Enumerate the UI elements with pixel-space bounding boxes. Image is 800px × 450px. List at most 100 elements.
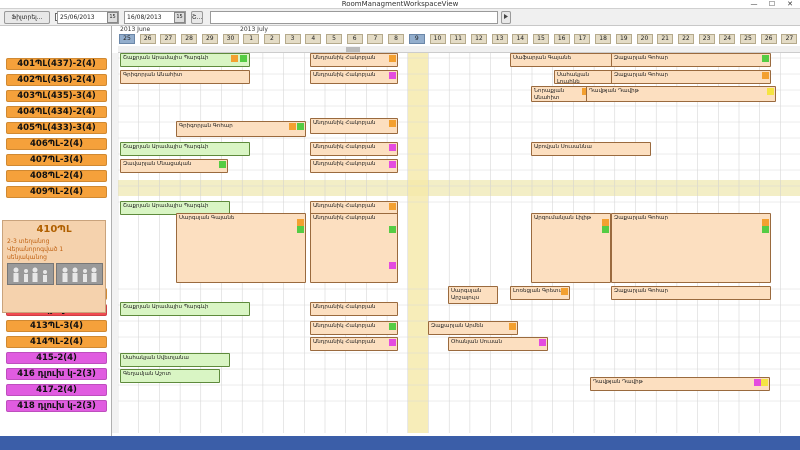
search-go-button[interactable]	[501, 11, 511, 24]
status-tag-icon[interactable]	[602, 226, 609, 233]
booking-block[interactable]: Գրիգորյան Անահիտ	[120, 70, 250, 84]
date-from-calendar-button[interactable]: 15	[107, 12, 118, 23]
booking-block[interactable]: Նորաքյան Անահիտ	[531, 86, 591, 102]
search-field[interactable]	[210, 11, 498, 24]
booking-block[interactable]: Զաքարյան Գոհար	[611, 286, 771, 300]
day-cell[interactable]: 15	[533, 34, 549, 44]
day-cell[interactable]: 26	[139, 34, 156, 44]
filter-button[interactable]: Ֆիլտրել...	[4, 11, 50, 24]
day-cell[interactable]: 14	[512, 34, 529, 44]
booking-block[interactable]: Անդրանիկ Հակոբյան	[310, 337, 398, 351]
booking-block[interactable]: Սահակյան Սվետլանա	[120, 353, 230, 367]
booking-block[interactable]: Զաքարյան Արմեն	[428, 321, 518, 335]
room-label[interactable]: 406ՊԼ-2(4)	[6, 138, 107, 150]
status-tag-icon[interactable]	[240, 55, 247, 62]
status-tag-icon[interactable]	[389, 144, 396, 151]
horizontal-scrollbar[interactable]	[118, 46, 800, 53]
day-cell[interactable]: 2	[263, 34, 280, 44]
close-button[interactable]: ✕	[787, 0, 793, 8]
room-label[interactable]: 404ՊԼ(434)-2(4)	[6, 106, 107, 118]
day-cell[interactable]: 5	[326, 34, 342, 44]
booking-block[interactable]: Աբովյան Սուսաննա	[531, 142, 651, 156]
day-cell[interactable]: 25	[740, 34, 756, 44]
booking-block[interactable]: Լոռեցյան Գրետա	[510, 286, 570, 300]
day-cell[interactable]: 10	[429, 34, 446, 44]
room-label[interactable]: 409ՊԼ-2(4)	[6, 186, 107, 198]
status-tag-icon[interactable]	[219, 161, 226, 168]
day-cell[interactable]: 4	[305, 34, 322, 44]
minimize-button[interactable]: —	[750, 0, 758, 8]
booking-block[interactable]: Շաքրյան Արամայիս Պարգևի	[120, 53, 250, 67]
status-tag-icon[interactable]	[231, 55, 238, 62]
status-tag-icon[interactable]	[389, 161, 396, 168]
status-tag-icon[interactable]	[389, 323, 396, 330]
room-label[interactable]: 402ՊԼ(436)-2(4)	[6, 74, 107, 86]
booking-block[interactable]: Զավարյան Մնացական	[120, 159, 228, 173]
status-tag-icon[interactable]	[539, 339, 546, 346]
booking-block[interactable]: Անդրանիկ Հակոբյան	[310, 70, 398, 84]
status-tag-icon[interactable]	[509, 323, 516, 330]
booking-block[interactable]: Զաքարյան Գոհար	[611, 53, 771, 67]
booking-block[interactable]: Արզումանյան Լիլիթ	[531, 213, 611, 283]
day-cell[interactable]: 8	[388, 34, 405, 44]
booking-block[interactable]: Շաքրյան Արամայիս Պարգևի	[120, 201, 230, 215]
room-label[interactable]: 418 դլուխ կ-2(3)	[6, 400, 107, 412]
day-cell[interactable]: 17	[574, 34, 591, 44]
booking-block[interactable]: Սահակյան Լուսինե	[554, 70, 614, 84]
day-cell[interactable]: 21	[657, 34, 674, 44]
day-cell[interactable]: 6	[346, 34, 363, 44]
booking-block[interactable]: Սարգսյան Արշալույս	[448, 286, 498, 304]
day-cell[interactable]: 7	[367, 34, 384, 44]
day-cell[interactable]: 20	[636, 34, 653, 44]
room-label[interactable]: 416 դլուխ կ-2(3)	[6, 368, 107, 380]
booking-block[interactable]: Օհանյան Սուսան	[448, 337, 548, 351]
status-tag-icon[interactable]	[602, 219, 609, 226]
status-tag-icon[interactable]	[389, 339, 396, 346]
day-cell[interactable]: 27	[160, 34, 177, 44]
room-label[interactable]: 417-2(4)	[6, 384, 107, 396]
day-cell[interactable]: 12	[470, 34, 487, 44]
day-cell[interactable]: 26	[760, 34, 777, 44]
more-button[interactable]: Շ...	[191, 11, 203, 24]
status-tag-icon[interactable]	[762, 226, 769, 233]
date-from-field[interactable]: 25/06/2013	[57, 11, 119, 24]
room-label[interactable]: 407ՊԼ-3(4)	[6, 154, 107, 166]
date-to-calendar-button[interactable]: 15	[174, 12, 185, 23]
booking-block[interactable]: Դավթյան Դավիթ	[590, 377, 770, 391]
booking-block[interactable]: Շաքրյան Արամայիս Պարգևի	[120, 302, 250, 316]
day-cell[interactable]: 30	[222, 34, 239, 44]
status-tag-icon[interactable]	[561, 288, 568, 295]
day-cell[interactable]: 9	[408, 34, 425, 44]
status-tag-icon[interactable]	[389, 72, 396, 79]
scroll-thumb[interactable]	[346, 47, 360, 52]
booking-block[interactable]: Անդրանիկ Հակոբյան	[310, 142, 398, 156]
day-cell[interactable]: 11	[450, 34, 467, 44]
room-label[interactable]: 413ՊԼ-3(4)	[6, 320, 107, 332]
room-label[interactable]: 415-2(4)	[6, 352, 107, 364]
day-cell[interactable]: 27	[781, 34, 798, 44]
day-cell[interactable]: 25	[119, 34, 135, 44]
status-tag-icon[interactable]	[297, 123, 304, 130]
status-tag-icon[interactable]	[297, 219, 304, 226]
status-tag-icon[interactable]	[762, 72, 769, 79]
status-tag-icon[interactable]	[754, 379, 761, 386]
day-cell[interactable]: 16	[553, 34, 570, 44]
status-tag-icon[interactable]	[389, 203, 396, 210]
day-cell[interactable]: 13	[491, 34, 508, 44]
booking-block[interactable]: Անդրանիկ Հակոբյան	[310, 321, 398, 335]
status-tag-icon[interactable]	[389, 55, 396, 62]
status-tag-icon[interactable]	[389, 226, 396, 233]
booking-block[interactable]: Զաքարյան Գոհար	[611, 70, 771, 84]
vertical-scrollbar[interactable]	[112, 53, 118, 433]
date-to-field[interactable]: 16/08/2013	[124, 11, 186, 24]
booking-block[interactable]: Անդրանիկ Հակոբյան	[310, 213, 398, 283]
booking-block[interactable]: Գրիգորյան Գոհար	[176, 121, 306, 137]
status-tag-icon[interactable]	[582, 88, 589, 95]
booking-block[interactable]: Անդրանիկ Հակոբյան	[310, 53, 398, 67]
status-tag-icon[interactable]	[762, 219, 769, 226]
booking-block[interactable]: Անդրանիկ Հակոբյան	[310, 159, 398, 173]
day-cell[interactable]: 22	[677, 34, 694, 44]
status-tag-icon[interactable]	[389, 120, 396, 127]
day-cell[interactable]: 1	[243, 34, 260, 44]
status-tag-icon[interactable]	[289, 123, 296, 130]
